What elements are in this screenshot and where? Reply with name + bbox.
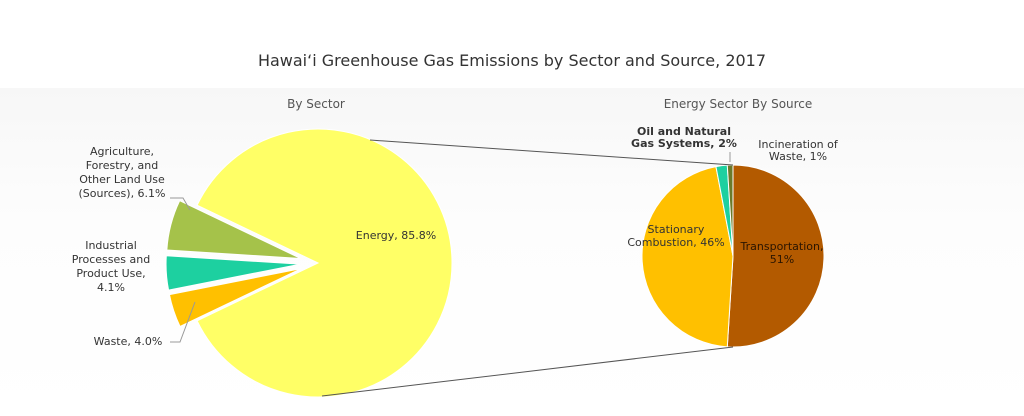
connector-line-top: [369, 139, 734, 166]
label-agriculture-line-1: Agriculture,: [90, 145, 154, 158]
label-industrial-line-3: Product Use,: [76, 267, 145, 280]
label-agriculture-line-2: Forestry, and: [86, 159, 158, 172]
pie-slice-waste: [168, 268, 302, 328]
label-incineration-line-1: Incineration of: [758, 138, 839, 151]
label-oil-gas-line-1: Oil and Natural: [637, 125, 731, 138]
label-oil-gas-line-2: Gas Systems, 2%: [631, 137, 737, 150]
label-agriculture-line-4: (Sources), 6.1%: [78, 187, 165, 200]
pie-slice-transportation: [726, 164, 825, 348]
label-agriculture-line-3: Other Land Use: [79, 173, 165, 186]
pie-slice-energy: [196, 128, 453, 398]
label-industrial-line-1: Industrial: [85, 239, 137, 252]
label-industrial-line-4: 4.1%: [97, 281, 125, 294]
chart-title: Hawai‘i Greenhouse Gas Emissions by Sect…: [258, 51, 766, 70]
pie-slice-agriculture: [166, 199, 301, 259]
pie-slice-stationary-combustion: [641, 166, 734, 348]
label-stationary-combustion-line-1: Stationary: [648, 223, 705, 236]
connector-line-bottom: [321, 346, 734, 397]
label-transportation-line-2: 51%: [770, 253, 794, 266]
right-pie-subtitle: Energy Sector By Source: [664, 97, 813, 111]
pie-slice-industrial: [165, 255, 301, 291]
label-incineration-line-2: Waste, 1%: [769, 150, 827, 163]
label-energy: Energy, 85.8%: [356, 229, 436, 242]
label-waste: Waste, 4.0%: [94, 335, 163, 348]
label-stationary-combustion-line-2: Combustion, 46%: [627, 236, 724, 249]
leader-line-waste: [170, 301, 196, 343]
plot-area-background: [0, 88, 1024, 416]
label-industrial-line-2: Processes and: [72, 253, 150, 266]
leader-line-agriculture: [170, 197, 191, 211]
left-pie-subtitle: By Sector: [287, 97, 345, 111]
label-transportation-line-1: Transportation,: [740, 240, 824, 253]
